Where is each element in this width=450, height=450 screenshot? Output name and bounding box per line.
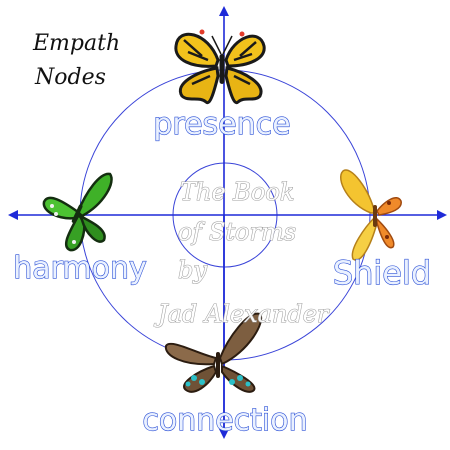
watermark-line1: The Book bbox=[180, 178, 294, 206]
node-label-right: Shield bbox=[333, 254, 431, 292]
watermark-line4: Jad Alexander bbox=[153, 300, 330, 328]
green-butterfly-icon bbox=[42, 172, 113, 252]
diagram-title-line1: Empath bbox=[32, 31, 120, 56]
brown-teal-butterfly-icon bbox=[164, 312, 263, 393]
watermark-line3: by bbox=[178, 256, 207, 284]
node-label-left: harmony bbox=[13, 251, 147, 286]
diagram-title-line2: Nodes bbox=[34, 65, 106, 90]
yellow-swallowtail-butterfly-icon bbox=[174, 29, 266, 105]
watermark-line2: of Storms bbox=[178, 218, 296, 246]
node-label-bottom: connection bbox=[142, 403, 307, 438]
node-label-top: presence bbox=[153, 107, 290, 142]
orange-yellow-butterfly-icon bbox=[340, 169, 402, 261]
